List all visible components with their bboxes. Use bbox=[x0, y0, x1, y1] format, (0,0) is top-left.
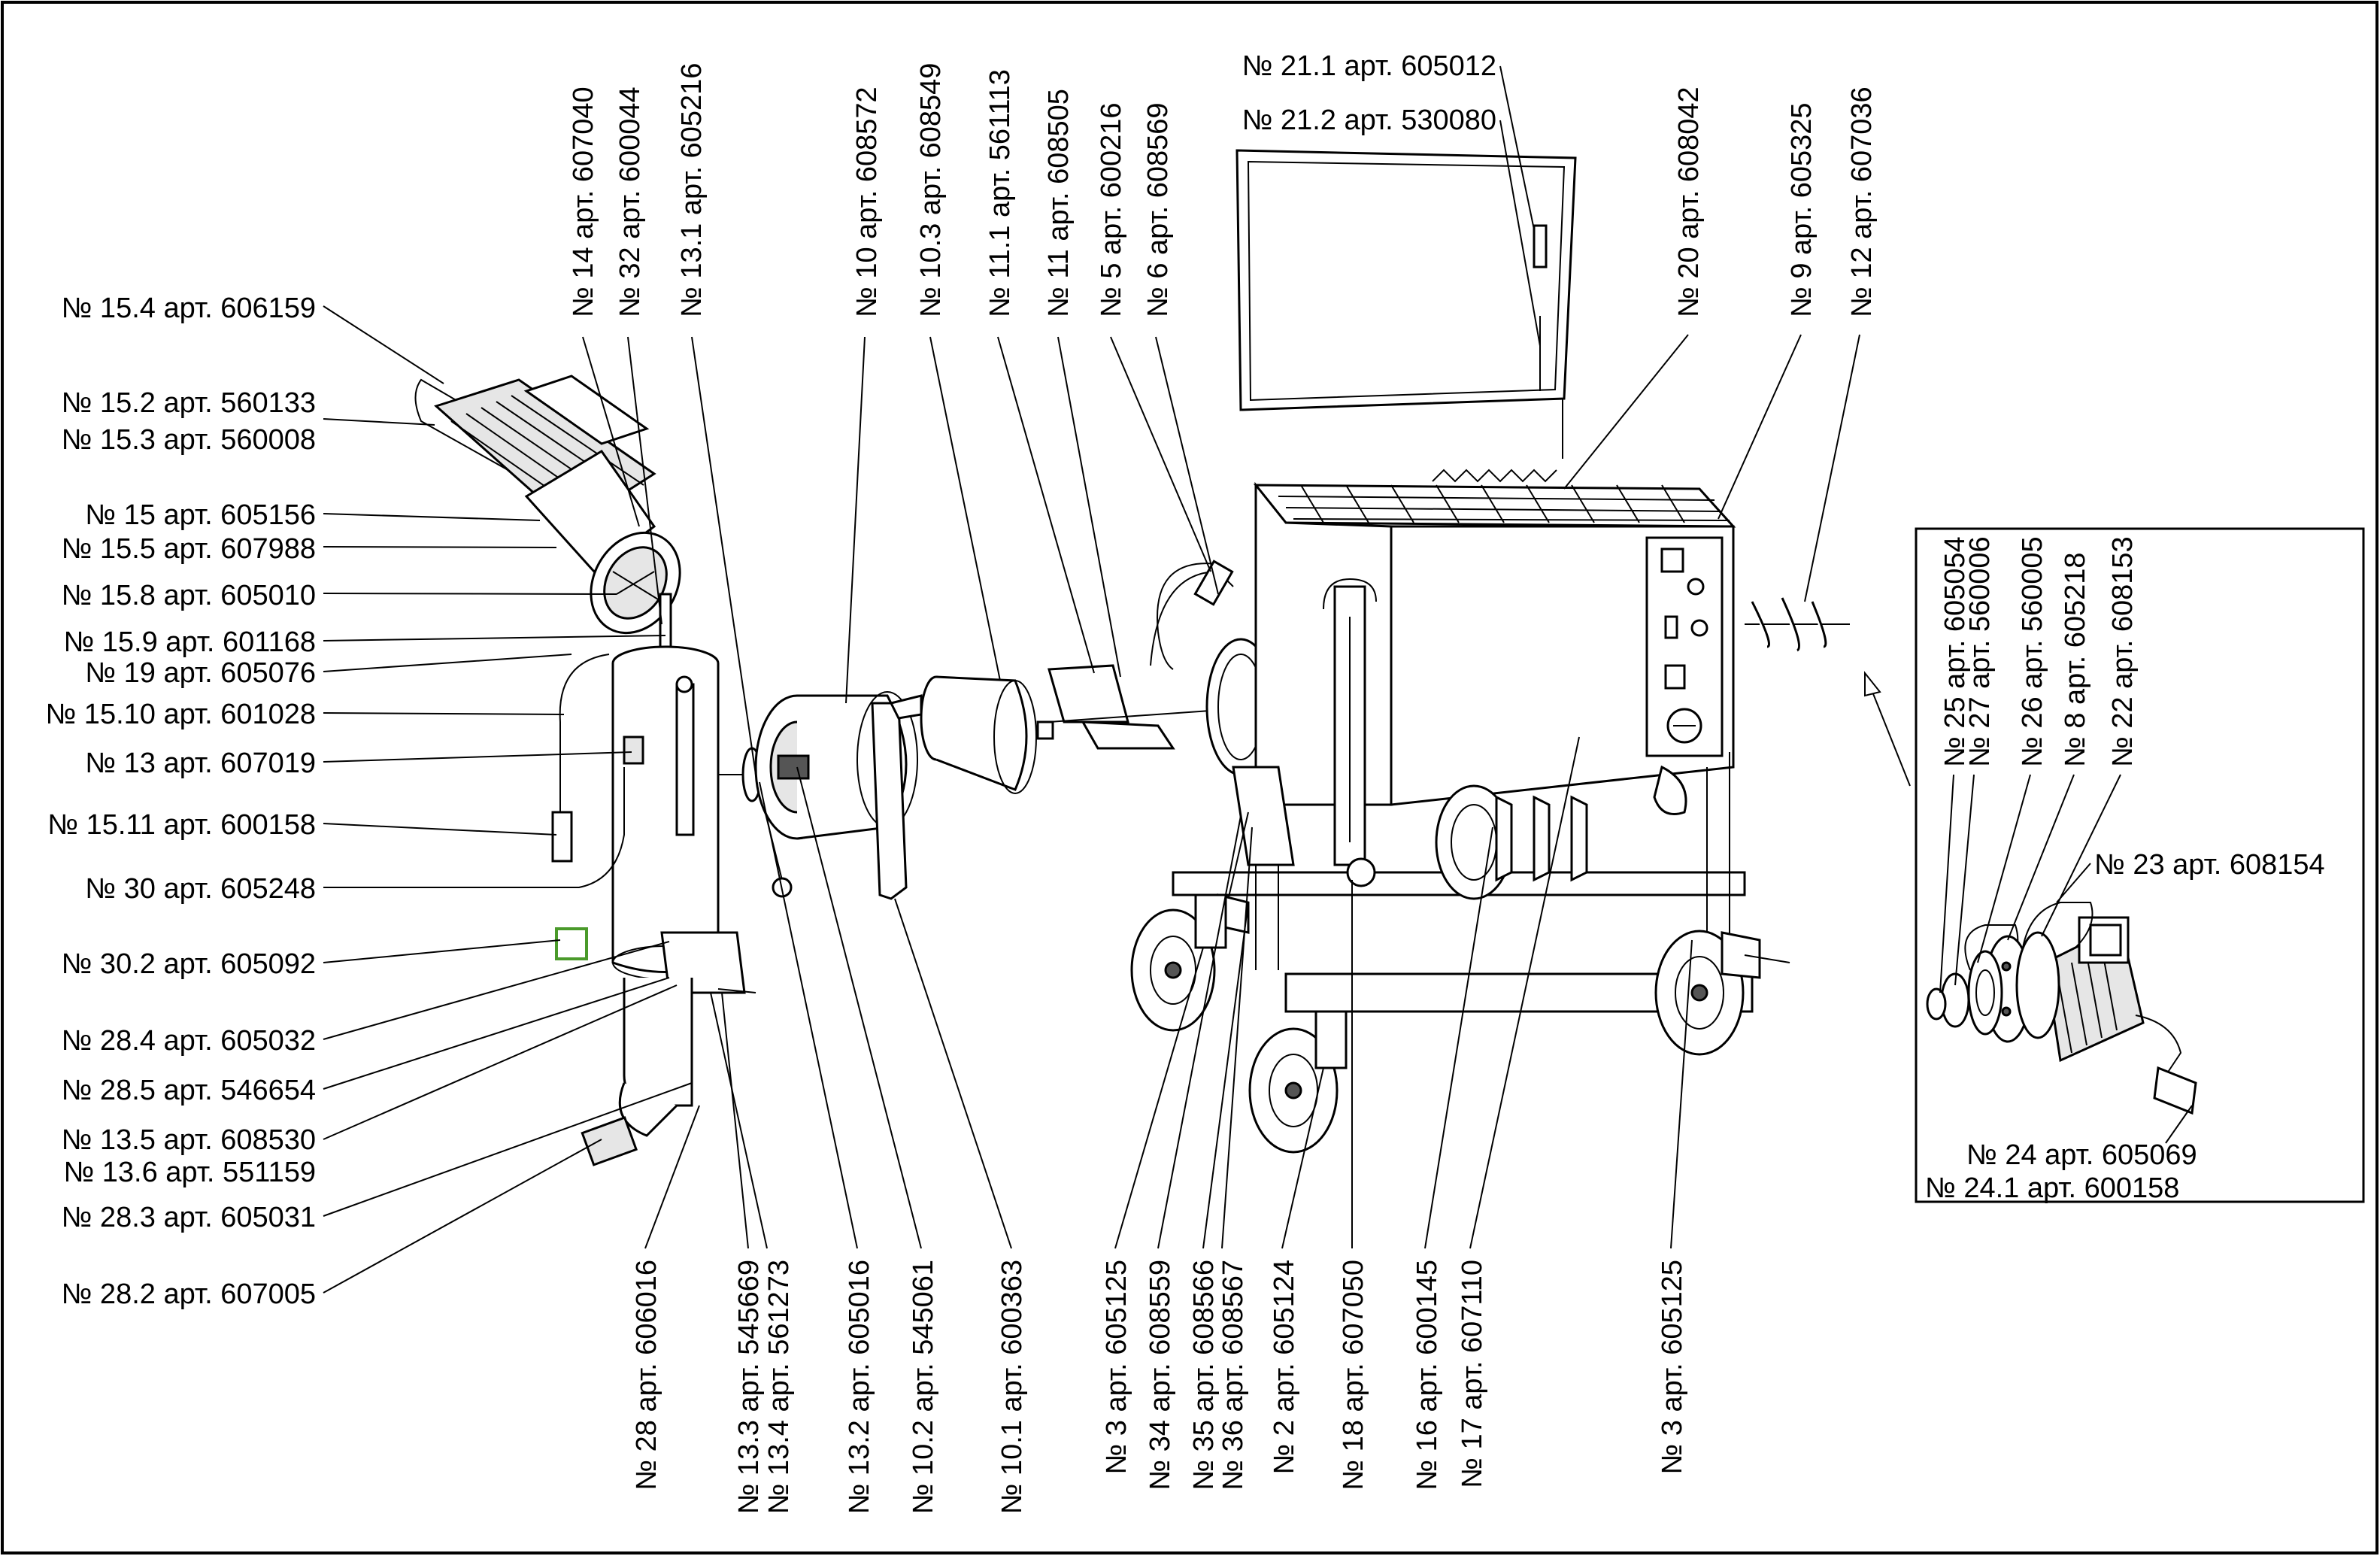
label-2: № 2 арт. 605124 bbox=[1269, 1260, 1300, 1475]
label-15: № 15 арт. 605156 bbox=[85, 499, 316, 531]
label-28: № 28 арт. 606016 bbox=[631, 1260, 662, 1491]
label-10-3: № 10.3 арт. 608549 bbox=[915, 63, 947, 317]
label-19: № 19 арт. 605076 bbox=[85, 657, 316, 689]
label-14: № 14 арт. 607040 bbox=[568, 86, 599, 317]
pump-housing bbox=[754, 675, 1054, 900]
label-12: № 12 арт. 607036 bbox=[1846, 86, 1878, 317]
label-10-1: № 10.1 арт. 600363 bbox=[996, 1260, 1028, 1514]
label-26: № 26 арт. 560005 bbox=[2017, 536, 2048, 767]
label-36: № 36 арт. 608567 bbox=[1217, 1260, 1249, 1491]
material-tank bbox=[551, 645, 793, 1166]
wheel-rear bbox=[1654, 930, 1790, 1056]
label-15-10: № 15.10 арт. 601028 bbox=[45, 699, 316, 730]
mixer-motor-assembly bbox=[414, 375, 681, 656]
label-11-1: № 11.1 арт. 561113 bbox=[984, 69, 1016, 317]
wheel-front bbox=[1248, 1010, 1348, 1154]
label-13-2: № 13.2 арт. 605016 bbox=[844, 1260, 875, 1514]
label-10-2: № 10.2 арт. 545061 bbox=[908, 1260, 939, 1514]
label-24: № 24 арт. 605069 bbox=[1966, 1139, 2197, 1171]
inset-panel bbox=[1864, 527, 2365, 1203]
label-28-2: № 28.2 арт. 607005 bbox=[62, 1278, 316, 1310]
label-11: № 11 арт. 608505 bbox=[1043, 89, 1075, 317]
label-28-5: № 28.5 арт. 546654 bbox=[62, 1075, 316, 1106]
labels-top: № 14 арт. 607040 № 32 арт. 600044 № 13.1… bbox=[568, 63, 1878, 317]
mixer-cart bbox=[1157, 469, 1850, 1013]
label-15-9: № 15.9 арт. 601168 bbox=[63, 626, 316, 658]
label-9: № 9 арт. 605325 bbox=[1786, 102, 1818, 317]
label-23: № 23 арт. 608154 bbox=[2094, 849, 2325, 881]
label-32: № 32 арт. 600044 bbox=[614, 86, 646, 317]
label-5: № 5 арт. 600216 bbox=[1096, 102, 1127, 317]
labels-inset-top: № 25 арт. 605054 № 27 арт. 560006 № 26 а… bbox=[1939, 536, 2139, 767]
label-10: № 10 арт. 608572 bbox=[851, 86, 883, 317]
label-13-6: № 13.6 арт. 551159 bbox=[63, 1157, 316, 1188]
labels-left: № 15.4 арт. 606159 № 15.2 арт. 560133 № … bbox=[45, 293, 316, 1310]
label-15-11: № 15.11 арт. 600158 bbox=[47, 809, 316, 841]
label-25: № 25 арт. 605054 bbox=[1939, 536, 1971, 767]
label-21-1: № 21.1 арт. 605012 bbox=[1242, 50, 1496, 82]
label-27: № 27 арт. 560006 bbox=[1964, 536, 1996, 767]
label-21-2: № 21.2 арт. 530080 bbox=[1242, 105, 1496, 136]
label-13: № 13 арт. 607019 bbox=[85, 748, 316, 779]
label-22: № 22 арт. 608153 bbox=[2107, 536, 2139, 767]
label-28-3: № 28.3 арт. 605031 bbox=[62, 1202, 316, 1233]
label-34: № 34 арт. 608559 bbox=[1145, 1260, 1176, 1491]
labels-sign: № 21.1 арт. 605012 № 21.2 арт. 530080 bbox=[1242, 50, 1496, 136]
cart-wheels bbox=[1130, 893, 1790, 1154]
label-15-3: № 15.3 арт. 560008 bbox=[62, 424, 316, 456]
label-13-3: № 13.3 арт. 545669 bbox=[733, 1260, 765, 1514]
sign-board bbox=[1235, 149, 1577, 459]
label-35: № 35 арт. 608566 bbox=[1188, 1260, 1220, 1491]
labels-inset: № 23 арт. 608154 № 24 арт. 605069 № 24.1… bbox=[1925, 849, 2325, 1204]
label-3-b: № 3 арт. 605125 bbox=[1657, 1260, 1688, 1475]
leader-lines bbox=[323, 65, 2193, 1294]
label-3-a: № 3 арт. 605125 bbox=[1101, 1260, 1132, 1475]
label-15-5: № 15.5 арт. 607988 bbox=[62, 533, 316, 565]
label-30: № 30 арт. 605248 bbox=[85, 873, 316, 905]
label-28-4: № 28.4 арт. 605032 bbox=[62, 1025, 316, 1057]
label-13-4: № 13.4 арт. 561273 bbox=[763, 1260, 795, 1514]
label-15-4: № 15.4 арт. 606159 bbox=[62, 293, 316, 324]
labels-bottom: № 28 арт. 606016 № 13.3 арт. 545669 № 13… bbox=[631, 1260, 1688, 1514]
label-30-2: № 30.2 арт. 605092 bbox=[62, 948, 316, 980]
label-15-8: № 15.8 арт. 605010 bbox=[62, 580, 316, 611]
label-20: № 20 арт. 608042 bbox=[1673, 86, 1705, 317]
label-15-2: № 15.2 арт. 560133 bbox=[62, 387, 316, 419]
label-16: № 16 арт. 600145 bbox=[1411, 1260, 1443, 1491]
label-18: № 18 арт. 607050 bbox=[1338, 1260, 1369, 1491]
label-8: № 8 арт. 605218 bbox=[2060, 552, 2091, 767]
label-17: № 17 арт. 607110 bbox=[1457, 1260, 1488, 1488]
label-24-1: № 24.1 арт. 600158 bbox=[1925, 1172, 2179, 1204]
label-13-5: № 13.5 арт. 608530 bbox=[62, 1124, 316, 1156]
label-6: № 6 арт. 608569 bbox=[1142, 102, 1174, 317]
label-13-1: № 13.1 арт. 605216 bbox=[676, 63, 708, 317]
wheel-front-left bbox=[1130, 893, 1227, 1032]
ground-terminal-icon bbox=[555, 927, 588, 960]
